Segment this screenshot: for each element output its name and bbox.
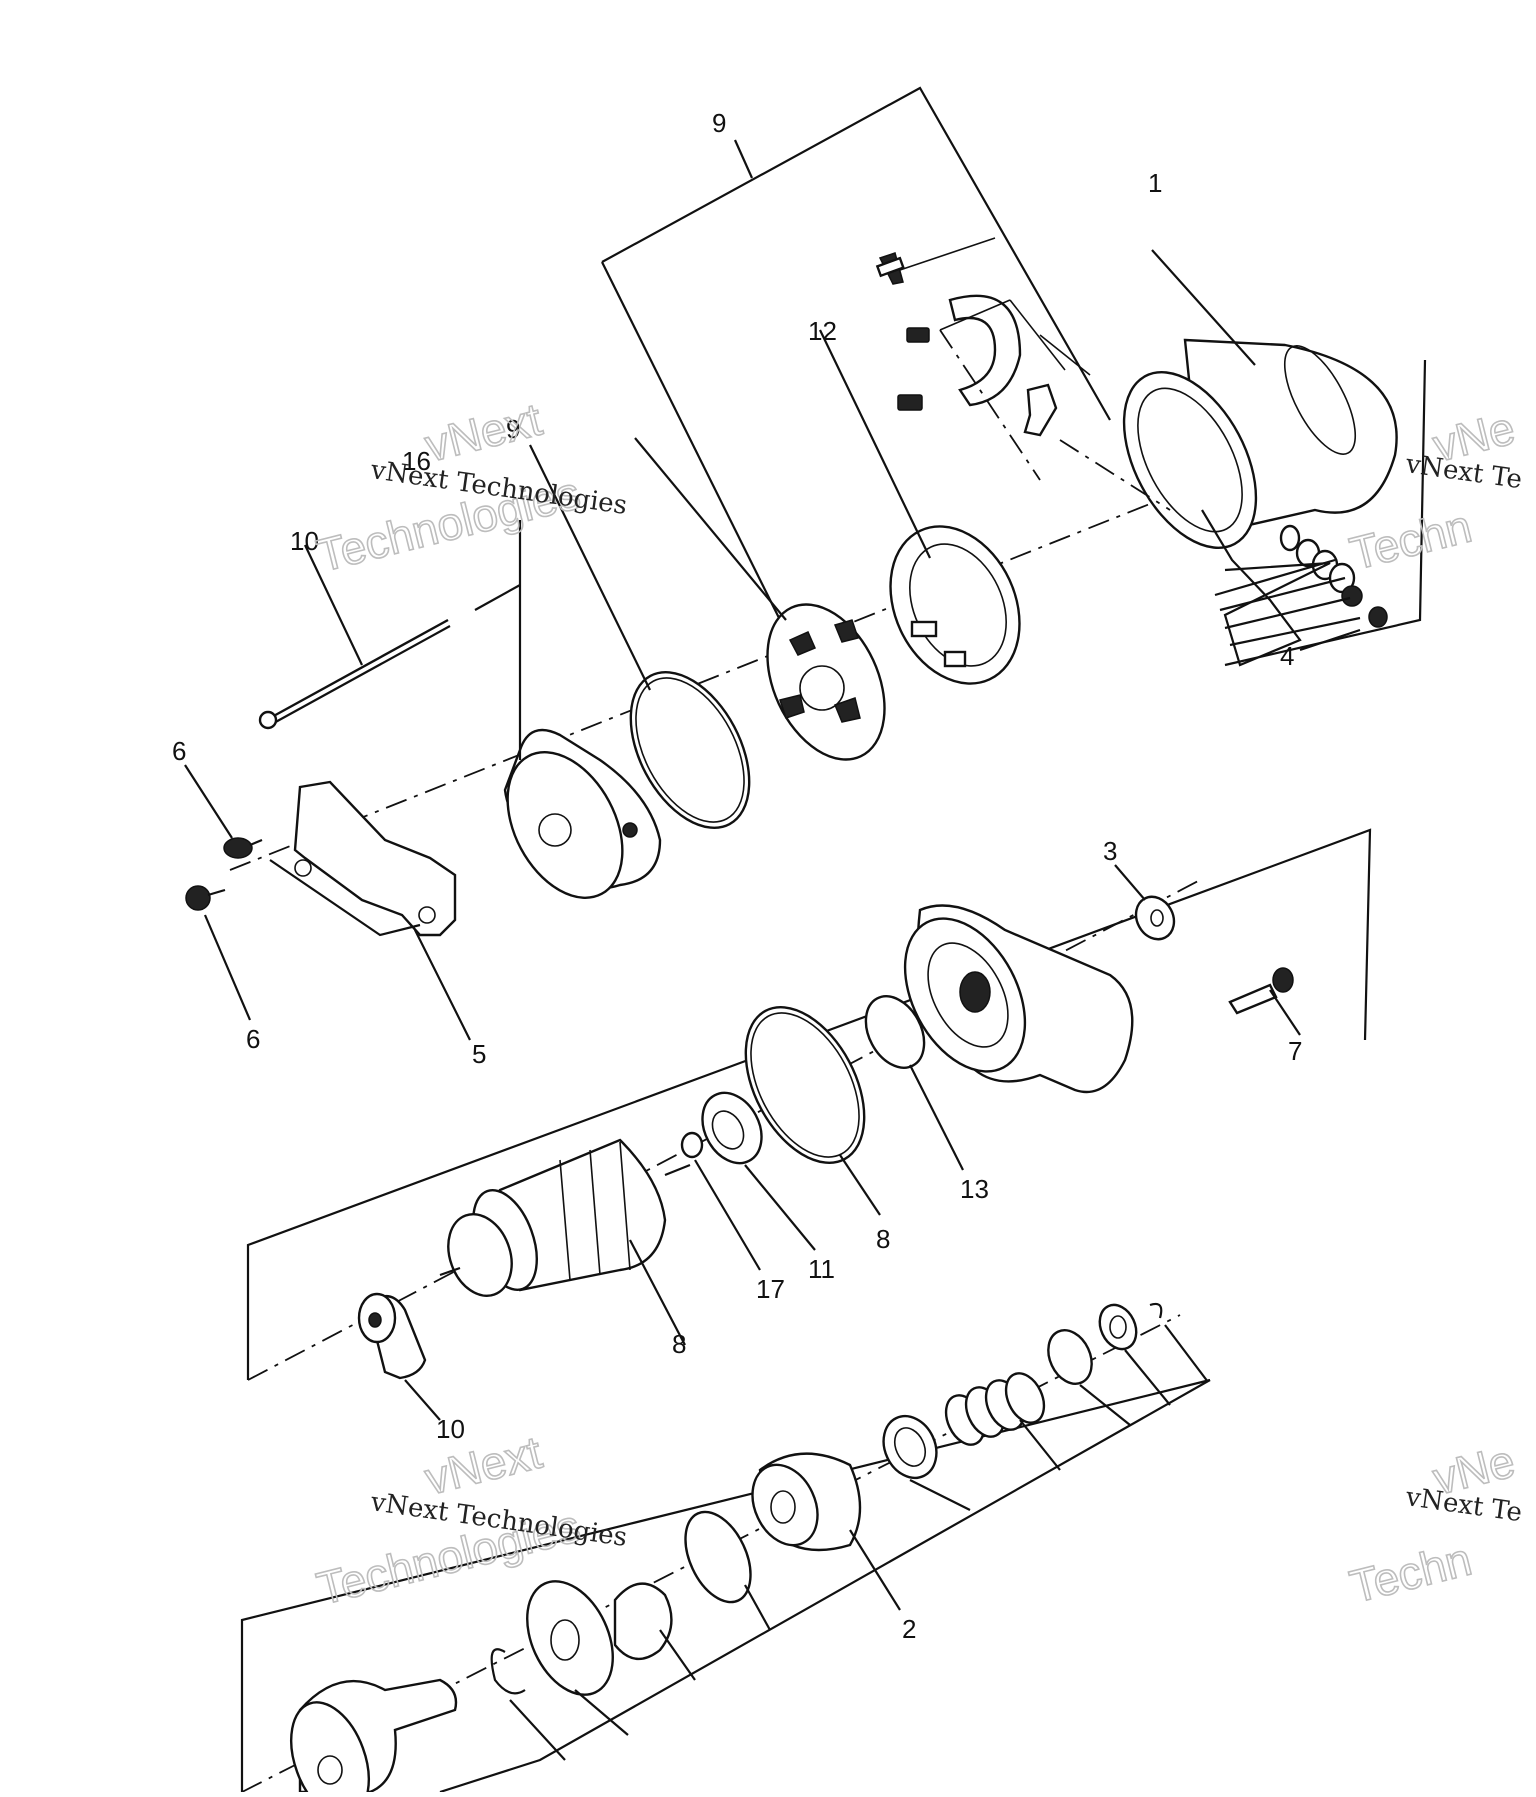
brush-springs: [875, 237, 1171, 511]
o-ring-upper: [529, 444, 751, 829]
washer-17: [680, 1131, 761, 1271]
callout-4: 4: [1280, 641, 1294, 671]
callout-12: 10: [290, 526, 319, 556]
pinion-gear: [751, 1452, 901, 1611]
callout-9-upper: 9: [506, 414, 520, 444]
callout-8: 8: [672, 1329, 686, 1359]
callout-5: 5: [472, 1039, 486, 1069]
bushing-10: [357, 1292, 441, 1421]
top-center-axis: [229, 479, 1211, 871]
rear-end-cover: [503, 520, 662, 899]
bolt-6-lower: [185, 885, 252, 1021]
callout-labels: 9 1 12 9 16 10 4 6 3 6 5 7 13 8 11 17 8 …: [172, 108, 1302, 1644]
brush-ring: [819, 329, 1021, 685]
bearing-13: [701, 1091, 816, 1251]
o-ring-lower: [744, 1006, 881, 1216]
callout-11: 9: [712, 108, 726, 138]
collar: [882, 1414, 971, 1511]
callout-7: 7: [1288, 1036, 1302, 1066]
watermark-upper-left: vNext Technologies vNext Technologies: [311, 392, 629, 583]
front-housing: [903, 904, 1134, 1094]
plate-washer: [526, 1580, 629, 1736]
callout-17: 17: [756, 1274, 785, 1304]
callout-6-lower: 6: [246, 1024, 260, 1054]
o-ring-15: [864, 995, 964, 1171]
callout-13: 11: [808, 1254, 835, 1284]
washer-3: [1114, 864, 1176, 941]
thrust-washer: [1098, 1303, 1171, 1406]
watermark-lower-left: vNext Technologies vNext Technologies: [311, 1425, 629, 1616]
watermark-big-line2: Techn: [1345, 1533, 1477, 1613]
cushion: [613, 1582, 696, 1681]
drive-gear: [290, 1678, 458, 1797]
callout-15: 13: [960, 1174, 989, 1204]
washer-stack: [1201, 359, 1427, 667]
clutch-ring: [684, 1510, 771, 1631]
callout-10: 10: [436, 1414, 465, 1444]
assembly-bracket-11: [601, 86, 1111, 631]
mount-bracket: [269, 780, 471, 1041]
brush-plate: [634, 437, 886, 761]
snap-ring: [1149, 1302, 1209, 1383]
retaining-ring: [490, 1648, 566, 1761]
callout-2: 2: [902, 1614, 916, 1644]
spring: [944, 1372, 1061, 1471]
armature: [439, 1138, 691, 1346]
callout-3: 3: [1103, 836, 1117, 866]
callout-1: 1: [1148, 168, 1162, 198]
callout-6-upper: 6: [172, 736, 186, 766]
watermark-big-line2: Techn: [1345, 500, 1477, 580]
callout-9-lower: 8: [876, 1224, 890, 1254]
through-bolt: [258, 544, 521, 730]
callout-14: 12: [808, 316, 837, 346]
watermark-lower-right: vNe Techn vNext Te: [1344, 1434, 1524, 1614]
callout-16: 16: [402, 446, 431, 476]
bolt-6-upper: [184, 764, 263, 859]
stop-collar: [1047, 1329, 1131, 1426]
watermark-big-line1: vNext: [420, 393, 547, 472]
yoke-housing: [1122, 249, 1398, 549]
bolt-7: [1228, 967, 1301, 1036]
